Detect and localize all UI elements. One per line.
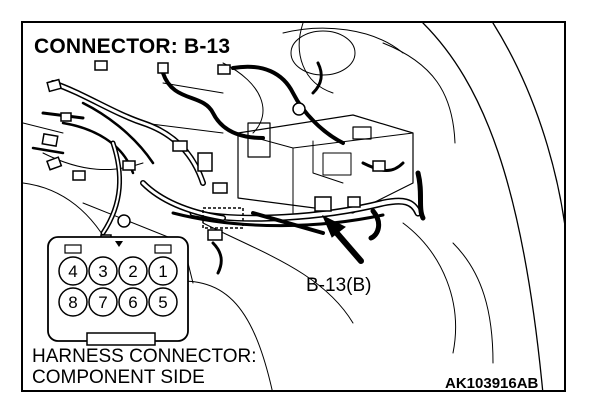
diagram-title: CONNECTOR: B-13 (34, 35, 231, 58)
figure-code: AK103916AB (445, 375, 539, 392)
harness-connector-diagram: 4 3 2 1 8 7 6 5 (47, 236, 189, 346)
pin-5: 5 (158, 293, 167, 312)
pin-2: 2 (128, 262, 137, 281)
pin-1: 1 (158, 262, 167, 281)
pin-8: 8 (68, 293, 77, 312)
caption-line-2: COMPONENT SIDE (32, 367, 205, 388)
connector-callout-label: B-13(B) (306, 275, 372, 296)
pin-3: 3 (98, 262, 107, 281)
caption-line-1: HARNESS CONNECTOR: (32, 346, 257, 367)
engine-bay-illustration: 4 3 2 1 8 7 6 5 (23, 23, 564, 390)
pin-4: 4 (68, 262, 77, 281)
diagram-frame: 4 3 2 1 8 7 6 5 CONNECTOR: B-13 B-13(B) … (21, 21, 566, 392)
pin-6: 6 (128, 293, 137, 312)
pin-7: 7 (98, 293, 107, 312)
